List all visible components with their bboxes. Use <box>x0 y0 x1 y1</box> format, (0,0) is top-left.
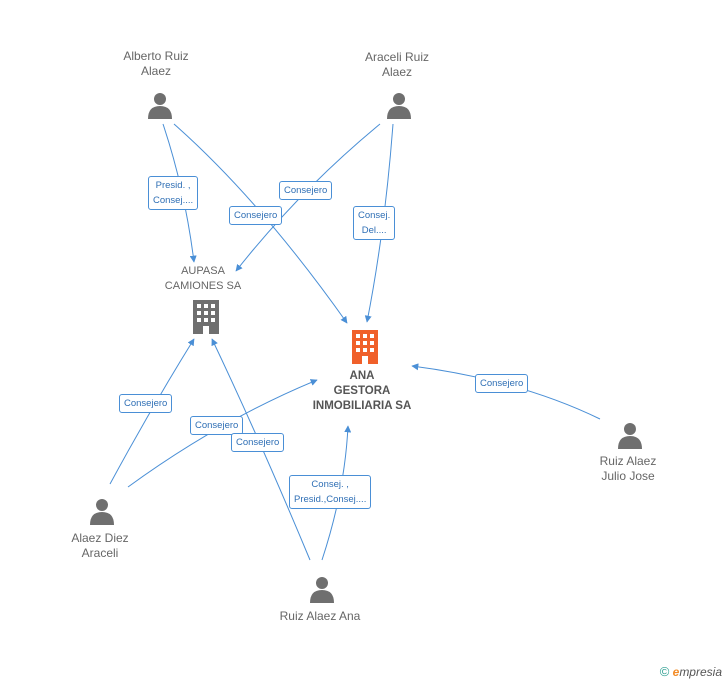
building-main-icon[interactable] <box>349 330 381 364</box>
copyright-symbol: © <box>659 664 670 679</box>
person-icon[interactable] <box>385 91 413 119</box>
building-icon[interactable] <box>190 300 222 334</box>
edge-label-consejero[interactable]: Consejero <box>190 416 244 435</box>
person-icon[interactable] <box>616 421 644 449</box>
person-icon[interactable] <box>88 497 116 525</box>
edge-label-consejero[interactable]: Consejero <box>231 433 285 452</box>
node-label-ruiz-alaez-ana[interactable]: Ruiz Alaez Ana <box>279 609 361 623</box>
edge-label-consej-presid[interactable]: Consej. , Presid.,Consej.... <box>289 475 372 509</box>
person-icon[interactable] <box>308 575 336 603</box>
person-icon[interactable] <box>146 91 174 119</box>
edge-label-consejero[interactable]: Consejero <box>475 374 529 393</box>
edge-label-consejero[interactable]: Consejero <box>229 206 283 225</box>
footer-brand: © empresia <box>660 664 722 679</box>
edge-label-consejero[interactable]: Consejero <box>279 181 333 200</box>
edge-label-presid-consej[interactable]: Presid. , Consej.... <box>148 176 199 210</box>
node-label-araceli-ruiz[interactable]: Araceli Ruiz Alaez <box>364 50 430 79</box>
edge-label-consejero[interactable]: Consejero <box>119 394 173 413</box>
brand-logo-initial: e <box>672 665 680 679</box>
brand-name: mpresia <box>679 665 722 679</box>
node-label-alberto[interactable]: Alberto Ruiz Alaez <box>123 49 189 78</box>
node-label-julio[interactable]: Ruiz Alaez Julio Jose <box>599 454 657 483</box>
node-label-ana-gestora[interactable]: ANA GESTORA INMOBILIARIA SA <box>312 370 412 412</box>
node-label-aupasa[interactable]: AUPASA CAMIONES SA <box>164 265 242 292</box>
node-label-alaez-diez[interactable]: Alaez Diez Araceli <box>71 531 129 560</box>
edge-label-consej-del[interactable]: Consej. Del.... <box>353 206 396 240</box>
